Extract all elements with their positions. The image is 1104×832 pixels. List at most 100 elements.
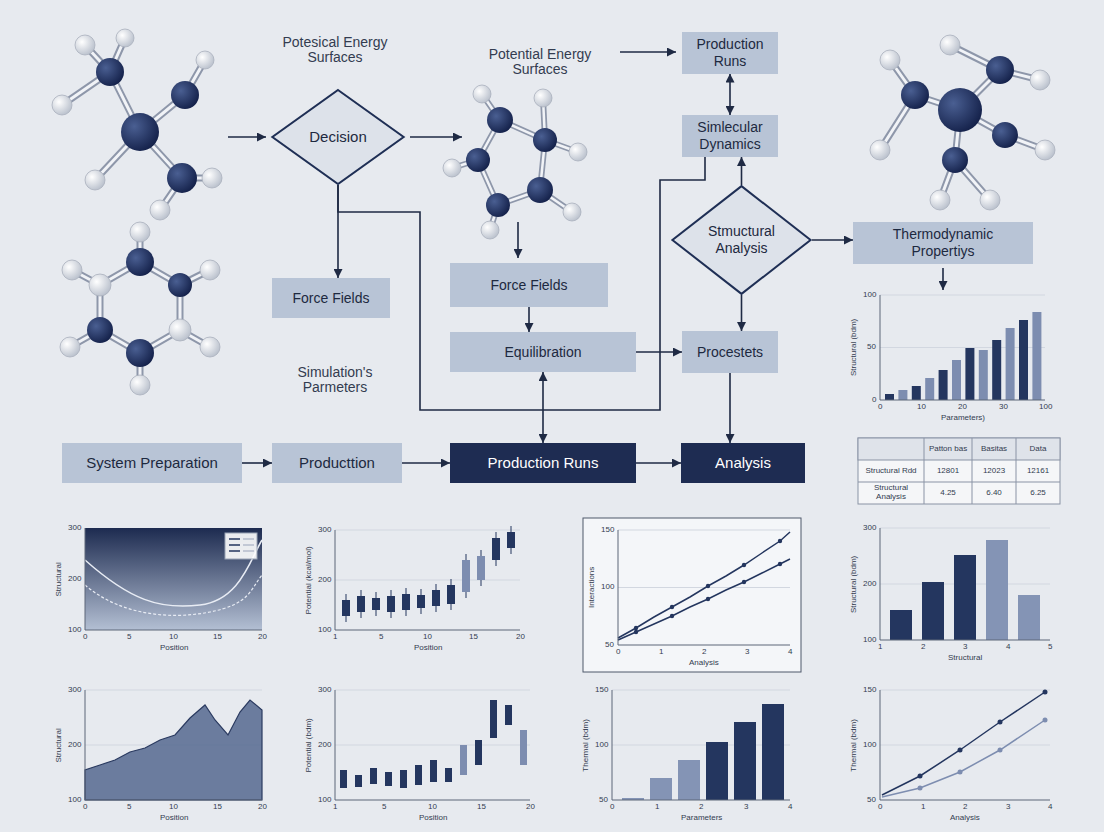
tick-label: 0 [878,803,882,812]
line-chart [706,597,710,601]
line-chart [742,580,746,584]
flow-label: Potential Energy Surfaces [465,47,615,78]
molecule [200,337,220,357]
bar-chart [355,775,362,787]
table-cell: Basitas [974,445,1014,454]
candlestick-chart [447,585,455,604]
line-chart [778,539,782,543]
bar-chart [992,340,1001,400]
node-text: Producttion [299,454,375,472]
tick-label: 10 [428,803,437,812]
tick-label: 200 [68,741,81,750]
molecule [52,29,222,220]
area-chart [85,575,262,615]
tick-label: 0 [83,803,87,812]
molecule [171,81,199,109]
axis-title: Interactions [588,567,597,608]
process-box: Production Runs [450,443,636,483]
tick-label: 200 [318,576,331,585]
connector [542,372,544,443]
bar-chart [415,765,422,785]
line-chart [958,770,963,775]
molecule [1035,140,1055,160]
table-cell: Structural Rdd [860,467,922,476]
axis-title: Parameters [681,814,722,823]
line-chart [618,559,790,640]
node-text: Production Runs [690,36,770,70]
tick-label: 4 [1006,643,1010,652]
molecule [466,107,557,217]
molecule [527,177,553,203]
line-chart [918,774,923,779]
molecule [980,190,1000,210]
axis-title: Analysis [689,659,719,668]
bar-chart [622,760,700,800]
molecule [70,232,210,385]
line-chart [880,690,1050,801]
molecule [130,222,150,242]
candlestick-chart [357,596,365,612]
flow-arrow [228,52,943,290]
tick-label: 20 [258,633,267,642]
molecule [563,203,581,221]
flow-arrow [228,136,266,138]
bar-chart [890,610,912,640]
data-table [858,438,1060,504]
process-box: Thermodynamic Propertiys [853,222,1033,264]
bar-chart [445,768,452,782]
area-chart [243,539,254,551]
diamond-text: Stmuctural Analysis [701,223,783,257]
tick-label: 100 [863,741,876,750]
tick-label: 0 [610,803,614,812]
tick-label: 50 [599,796,608,805]
molecule [443,85,587,239]
node-text: Production Runs [488,454,599,472]
molecule [62,38,212,210]
bar-chart [706,742,728,800]
bar-chart [490,700,497,738]
bar-chart [612,690,790,800]
tick-label: 300 [68,686,81,695]
table-cell: Structural Analysis [860,484,922,502]
candlestick-chart [432,590,440,606]
decision-diamond: Stmuctural Analysis [671,185,812,295]
axis-title: Structural (bdm) [850,319,859,376]
molecule [75,35,95,55]
bar-chart [965,348,974,400]
line-chart [918,718,1048,791]
tick-label: 4 [1048,803,1052,812]
bar-chart [335,690,530,800]
line-chart [880,690,1050,800]
tick-label: 200 [863,580,876,589]
tick-label: 50 [605,641,614,650]
flow-label: Simulation's Parmeters [275,365,395,396]
bar-chart [979,350,988,400]
molecule [62,260,82,280]
line-chart [618,530,790,645]
tick-label: 300 [318,526,331,535]
molecule [942,147,968,173]
bar-chart [762,704,784,800]
bar-chart [898,390,907,400]
connector [338,157,705,410]
molecule [880,45,1045,200]
bar-chart [986,540,1040,640]
bar-chart [1006,328,1015,400]
diamond-outline [672,186,810,294]
bar-chart [986,540,1008,640]
area-chart [85,528,262,630]
tick-label: 4 [788,803,792,812]
axis-title: Potential (kcal/mol) [305,546,314,614]
connector [528,307,530,332]
axis-title: Position [414,644,442,653]
tick-label: 20 [258,803,267,812]
molecule [196,51,214,69]
axis-title: Structural [948,654,982,663]
candlestick-chart [507,532,515,548]
flow-arrow [517,222,519,258]
process-box: System Preparation [62,443,242,483]
molecule [126,248,154,276]
diamond-outline [272,90,403,184]
